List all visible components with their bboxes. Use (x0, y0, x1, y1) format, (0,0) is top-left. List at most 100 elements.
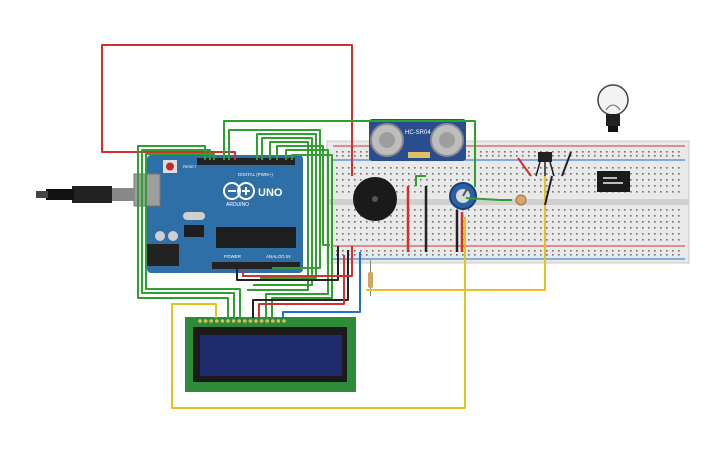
breadboard-hole (636, 239, 638, 241)
breadboard-hole (516, 155, 518, 157)
breadboard-hole (504, 185, 506, 187)
breadboard-hole (468, 179, 470, 181)
breadboard-hole (570, 250, 572, 252)
breadboard-hole (396, 227, 398, 229)
breadboard-hole (618, 254, 620, 256)
breadboard-hole (612, 227, 614, 229)
breadboard-hole (390, 173, 392, 175)
breadboard-hole (366, 155, 368, 157)
breadboard-hole (582, 215, 584, 217)
lcd-pin (276, 319, 281, 323)
breadboard-hole (450, 215, 452, 217)
breadboard-hole (558, 179, 560, 181)
breadboard-hole (576, 239, 578, 241)
breadboard-hole (612, 151, 614, 153)
breadboard-hole (438, 239, 440, 241)
breadboard-hole (618, 151, 620, 153)
breadboard-hole (630, 209, 632, 211)
breadboard-hole (552, 215, 554, 217)
breadboard-hole (414, 233, 416, 235)
photoresistor-icon[interactable] (515, 194, 527, 206)
power-header-label: POWER (224, 254, 242, 259)
breadboard-hole (504, 250, 506, 252)
breadboard-hole (648, 221, 650, 223)
breadboard-hole (366, 221, 368, 223)
breadboard-hole (522, 185, 524, 187)
breadboard-hole (396, 239, 398, 241)
breadboard-hole (498, 221, 500, 223)
wire-green (265, 149, 329, 318)
breadboard-hole (576, 167, 578, 169)
breadboard-hole (576, 155, 578, 157)
breadboard-hole (582, 191, 584, 193)
breadboard-hole (636, 209, 638, 211)
breadboard-hole (390, 167, 392, 169)
breadboard-hole (582, 254, 584, 256)
wires[interactable] (101, 44, 572, 409)
breadboard-hole (624, 155, 626, 157)
relay-icon[interactable] (597, 171, 630, 192)
breadboard-hole (648, 179, 650, 181)
breadboard[interactable] (326, 140, 690, 264)
breadboard-hole (528, 155, 530, 157)
breadboard-hole (594, 155, 596, 157)
ultrasonic-sensor-hc-sr04[interactable]: HC-SR04 (369, 119, 466, 161)
breadboard-hole (534, 215, 536, 217)
wire-green (223, 120, 476, 187)
breadboard-hole (432, 239, 434, 241)
breadboard-hole (648, 250, 650, 252)
breadboard-hole (636, 155, 638, 157)
breadboard-hole (420, 221, 422, 223)
breadboard-hole (378, 250, 380, 252)
breadboard-hole (450, 173, 452, 175)
breadboard-hole (510, 167, 512, 169)
breadboard-hole (432, 250, 434, 252)
breadboard-hole (600, 215, 602, 217)
breadboard-hole (420, 233, 422, 235)
breadboard-hole (414, 167, 416, 169)
usb-cable-icon[interactable] (36, 186, 134, 203)
breadboard-hole (558, 215, 560, 217)
breadboard-hole (354, 151, 356, 153)
breadboard-hole (492, 209, 494, 211)
light-bulb-icon[interactable] (597, 84, 629, 132)
lcd-pin (215, 319, 219, 323)
breadboard-hole (534, 173, 536, 175)
reset-button[interactable] (163, 160, 177, 173)
breadboard-hole (540, 191, 542, 193)
breadboard-hole (384, 167, 386, 169)
lcd-16x2-display[interactable] (185, 317, 356, 392)
breadboard-hole (648, 167, 650, 169)
wire-green (228, 129, 321, 269)
breadboard-hole (348, 215, 350, 217)
breadboard-hole (420, 227, 422, 229)
arduino-brand-label: ARDUINO (226, 202, 249, 208)
breadboard-hole (444, 221, 446, 223)
breadboard-hole (606, 155, 608, 157)
transistor-icon[interactable] (535, 152, 555, 177)
breadboard-hole (354, 173, 356, 175)
breadboard-hole (588, 227, 590, 229)
breadboard-hole (606, 167, 608, 169)
breadboard-hole (552, 233, 554, 235)
breadboard-hole (516, 221, 518, 223)
breadboard-hole (336, 215, 338, 217)
breadboard-hole (360, 155, 362, 157)
breadboard-hole (396, 250, 398, 252)
buzzer-icon[interactable] (353, 177, 397, 221)
breadboard-hole (660, 191, 662, 193)
breadboard-hole (642, 215, 644, 217)
breadboard-hole (570, 151, 572, 153)
wire-yellow (171, 217, 466, 409)
breadboard-hole (582, 173, 584, 175)
breadboard-hole (600, 155, 602, 157)
breadboard-hole (402, 173, 404, 175)
potentiometer-icon[interactable] (449, 182, 477, 210)
breadboard-hole (522, 151, 524, 153)
breadboard-hole (564, 151, 566, 153)
breadboard-hole (504, 239, 506, 241)
breadboard-hole (336, 233, 338, 235)
arduino-uno-board[interactable]: UNO ARDUINO DIGITAL (PWM~) POWER ANALOG … (133, 155, 303, 273)
breadboard-hole (654, 254, 656, 256)
